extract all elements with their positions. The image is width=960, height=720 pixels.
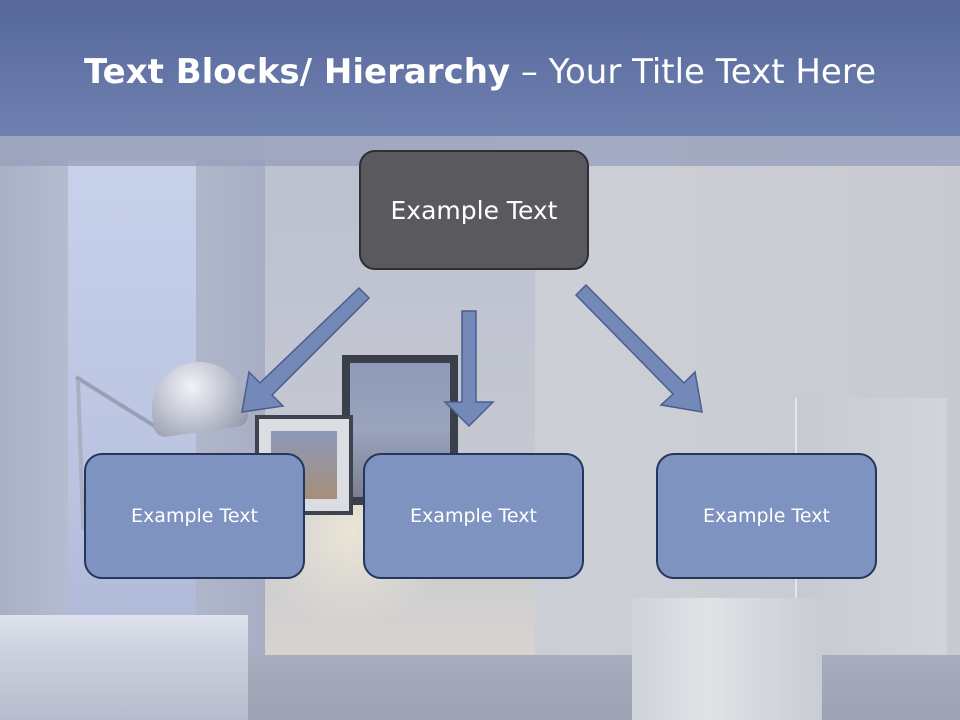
- title-bar: [0, 0, 960, 136]
- background-table: [0, 615, 248, 720]
- slide-title-rest: – Your Title Text Here: [510, 52, 876, 92]
- arrow-to-middle-node: [443, 310, 495, 428]
- arrow-to-right-node: [574, 283, 703, 413]
- slide-title: Text Blocks/ Hierarchy – Your Title Text…: [0, 52, 960, 92]
- child-node-left: Example Text: [84, 453, 305, 579]
- arrow-to-left-node: [241, 286, 371, 413]
- child-node-label: Example Text: [703, 505, 830, 527]
- slide-title-bold: Text Blocks/ Hierarchy: [83, 52, 511, 92]
- child-node-middle: Example Text: [363, 453, 584, 579]
- child-node-right: Example Text: [656, 453, 877, 579]
- root-node: Example Text: [359, 150, 589, 270]
- child-node-label: Example Text: [410, 505, 537, 527]
- child-node-label: Example Text: [131, 505, 258, 527]
- root-node-label: Example Text: [390, 195, 558, 225]
- background-planter: [632, 598, 822, 720]
